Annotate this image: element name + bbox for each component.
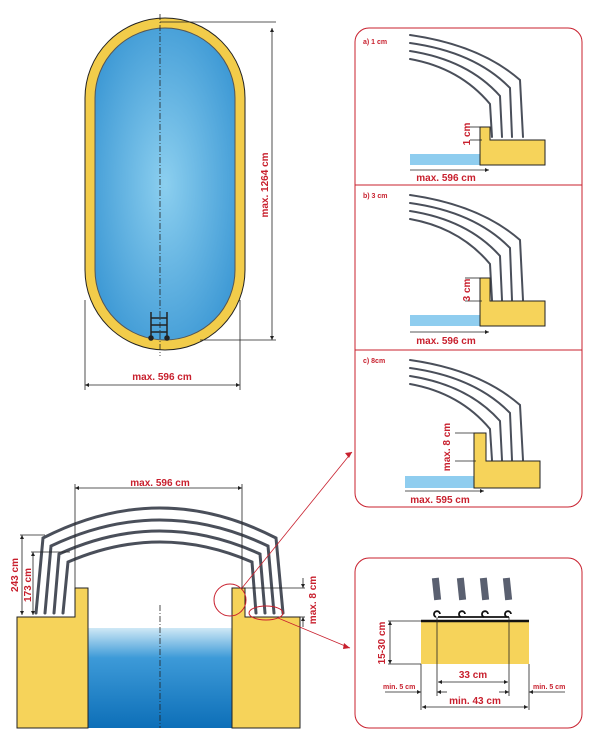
- rail-tubes: [431, 577, 513, 601]
- rail-detail-panel: 15-30 cm 33 cm min. 5 cm min. 5 cm min. …: [354, 557, 583, 729]
- height-173-label: 173 cm: [23, 568, 34, 602]
- section-width-label: max. 596 cm: [130, 478, 190, 489]
- panel-c: c) 8cm max. 8 cm max. 595 cm: [363, 358, 541, 506]
- ladder-icon: [148, 312, 170, 341]
- length-label: max. 1264 cm: [260, 152, 271, 217]
- panel-height-label: 3 cm: [462, 278, 473, 301]
- panel-width-label: max. 596 cm: [416, 336, 476, 347]
- panel-title: b) 3 cm: [363, 193, 388, 200]
- panel-width-label: max. 595 cm: [410, 495, 470, 506]
- section-water: [88, 628, 234, 728]
- rail-hooks-icon: [433, 610, 512, 618]
- panel-height-label: max. 8 cm: [442, 423, 453, 471]
- wall-height-panels: [354, 27, 583, 508]
- panel-title: c) 8cm: [363, 358, 385, 365]
- detail-margin-right-label: min. 5 cm: [533, 684, 565, 691]
- panel-height-label: 1 cm: [462, 122, 473, 145]
- width-label: max. 596 cm: [132, 372, 192, 383]
- wall-height-label: max. 8 cm: [308, 576, 319, 624]
- height-243-label: 243 cm: [10, 558, 21, 592]
- pool-water: [94, 27, 236, 341]
- pool-cross-section: max. 596 cm 243 cm 173 cm max. 8 cm: [10, 451, 353, 729]
- panel-width-label: max. 596 cm: [416, 173, 476, 184]
- detail-inner-label: 33 cm: [459, 670, 487, 681]
- detail-total-label: min. 43 cm: [449, 696, 501, 707]
- panel-a: a) 1 cm 1 cm max. 596 cm: [363, 34, 546, 184]
- panel-b: b) 3 cm 3 cm max. 596 cm: [363, 193, 546, 347]
- panel-title: a) 1 cm: [363, 39, 387, 46]
- pool-top-view: max. 1264 cm max. 596 cm: [84, 14, 276, 390]
- detail-height-label: 15-30 cm: [377, 621, 388, 664]
- detail-margin-left-label: min. 5 cm: [383, 684, 415, 691]
